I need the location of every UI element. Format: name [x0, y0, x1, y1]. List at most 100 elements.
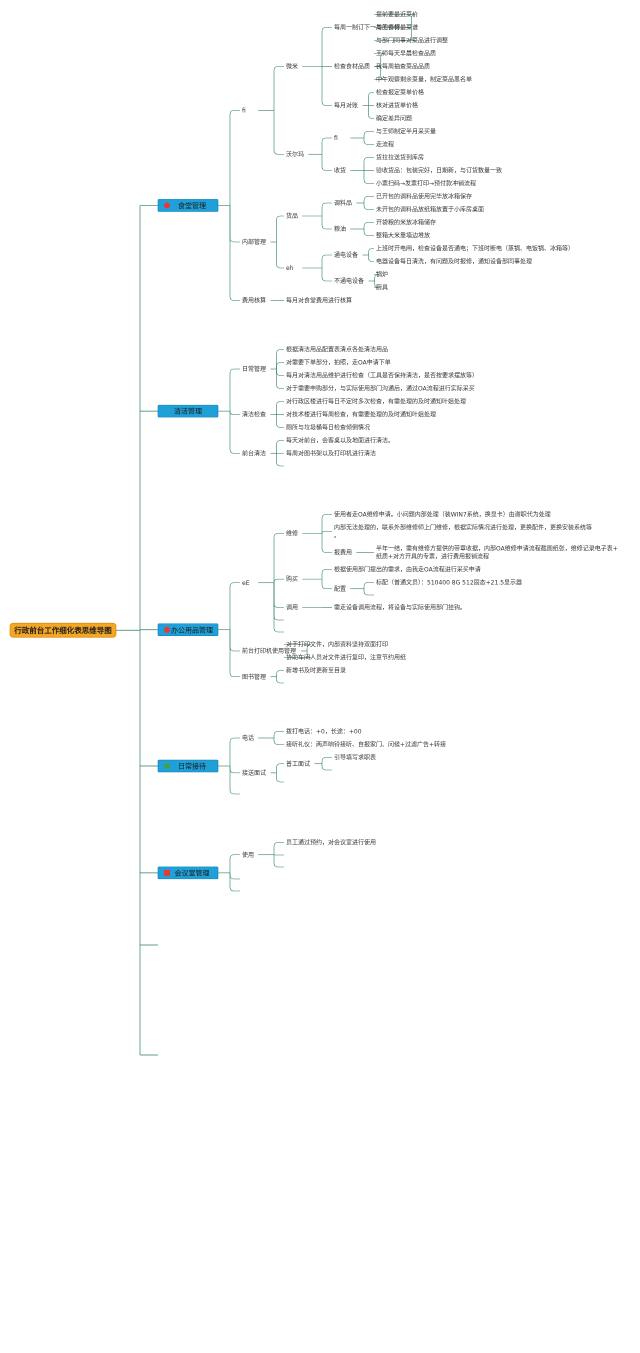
mind-node-label: 锅炉	[376, 271, 388, 279]
mind-edge	[276, 440, 284, 454]
mind-node-label: 每月对清洁用品维护进行检查（工具是否保持清洁，是否按要求摆放等）	[286, 372, 478, 380]
mind-node-label: 每周一制订下一周的食材	[334, 24, 400, 32]
mind-edge	[273, 110, 284, 155]
mind-edge	[363, 138, 374, 145]
mind-node-label: 维修	[286, 530, 298, 538]
mind-node-label: 验收货品：包装完好，日期新，与订货数量一致	[376, 167, 502, 175]
mind-edge	[321, 137, 332, 155]
mind-edge	[276, 242, 284, 269]
branch-label: 办公用品管理	[171, 625, 213, 634]
mind-edge	[276, 369, 284, 389]
root-label: 行政前台工作细化表思维导图	[13, 625, 112, 635]
mind-edge	[321, 27, 332, 67]
mind-node-label: 微米	[286, 63, 298, 71]
mind-edge	[363, 170, 374, 184]
mind-edge	[368, 92, 374, 106]
mind-edge	[321, 254, 332, 268]
mind-node-label: 对于需要申购部分，与实际使用部门沟通后，通过OA流程进行实际采买	[286, 385, 475, 393]
mind-edge	[321, 216, 332, 230]
mind-node-label: 对行政区楼进行每日不定时多次检查，有需处理的及时通知叶姐处理	[286, 398, 466, 406]
mind-node-label: 每月对食堂费用进行核算	[286, 297, 352, 305]
mind-edge	[276, 763, 284, 773]
mind-node-label: 沃尔玛	[286, 150, 304, 158]
mind-node-label: 核对进货单价格	[376, 102, 418, 110]
mind-edge	[273, 854, 284, 868]
mind-node-label: 整箱大米靠墙边堆放	[376, 232, 430, 240]
branch-2: 办公用品管理eE维修使用者走OA维修申请。小问题内部处理（装WIN7系统，换显卡…	[140, 511, 618, 684]
mind-edge	[229, 766, 240, 795]
mind-node-label: 厨具	[376, 285, 388, 292]
mind-edge	[229, 854, 240, 873]
mind-edge	[284, 651, 312, 658]
mind-node-label: 每天对前台，会客桌以及地面进行清洁。	[286, 437, 394, 445]
mind-node-label: fi	[242, 107, 246, 114]
mind-edge	[276, 349, 284, 369]
mind-node-label: 协助车间人员对文件进行复印，注意节约用纸	[286, 654, 406, 662]
mind-node-label: 上班时开电闸，检查设备是否通电；下班时断电（蒸锅、电饭锅、冰箱等）	[376, 245, 574, 253]
mind-node-label: 检查报定菜单价格	[376, 89, 424, 97]
branch-label: 清洁管理	[174, 407, 202, 416]
branch-label: 日常接待	[178, 762, 206, 771]
mind-edge	[363, 196, 374, 203]
mind-node-label: 前台清洁	[242, 449, 266, 457]
mind-node-label: 调用	[286, 604, 298, 612]
mind-edge	[229, 368, 240, 412]
mind-map-group: 食堂管理fi微米每周一制订下一周的食材提前要最近菜价与王师傅最菜谱与部门同事对菜…	[9, 11, 618, 1056]
mind-node-label: 对需要下单部分，拍照，走OA申请下单	[286, 359, 391, 367]
mind-edge	[363, 582, 374, 589]
mind-node-label: 接听礼仪：两声响铃接听、自报家门、问候+过滤广告+转接	[286, 741, 446, 749]
mind-edge	[321, 154, 332, 171]
mind-node-label: 与王师制定半月采买量	[376, 128, 436, 136]
mind-node-label: 普工面试	[286, 760, 310, 768]
red-dot-icon	[164, 202, 170, 209]
mind-node-label: fi	[334, 135, 338, 142]
mind-node-label: 报费用	[334, 549, 352, 557]
branch-1: 清洁管理日常管理根据清洁用品配置表清点各处清洁用品对需要下单部分，拍照，走OA申…	[140, 346, 478, 467]
mind-edge	[229, 411, 240, 415]
root-node[interactable]	[9, 622, 117, 638]
mind-edge	[374, 274, 379, 281]
mind-node-label: 内部管理	[242, 238, 266, 246]
mind-node-label: 与王师傅最菜谱	[376, 24, 418, 32]
mind-node-label: 内部无法处理的，联系外部维修师上门维修，根据实际情况进行处理，更换配件，更换安装…	[334, 524, 592, 540]
mind-edge	[363, 229, 374, 236]
mind-edge	[374, 281, 379, 288]
branch-label: 会议室管理	[175, 868, 210, 877]
branch-label: 食堂管理	[178, 201, 206, 210]
mind-edge	[276, 215, 284, 242]
mind-node-label: 不通电设备	[334, 277, 364, 285]
mind-node-label: 小票扫码→发票打印→预付款冲销流程	[376, 180, 476, 188]
mind-node-label: 使用者走OA维修申请。小问题内部处理（装WIN7系统，换显卡）由谢职代为处理	[334, 511, 551, 519]
mind-node-label: 员工通过预约，对会议室进行使用	[286, 839, 376, 847]
mind-edge	[321, 66, 332, 106]
mind-edge	[229, 872, 240, 892]
mind-edge	[276, 362, 284, 369]
mind-node-label: 未开包的调料品放纸箱放置于小库房桌面	[376, 206, 484, 214]
mind-node-label: 走流程	[376, 141, 394, 149]
mind-node-label: 图书管理	[242, 673, 266, 681]
mind-node-label: 电话	[242, 734, 254, 742]
mind-edge	[276, 414, 284, 428]
mind-edge	[363, 131, 374, 138]
mind-node-label: 每周对图书架以及打印机进行清洁	[286, 450, 376, 458]
mind-node-label: 每月对账	[334, 102, 358, 110]
mind-node-label: 收货	[334, 167, 346, 175]
mind-node-label: 我每周抽查菜品品质	[376, 63, 430, 71]
mind-node-label: 开袋粮的米放冰箱储存	[376, 219, 436, 227]
mind-node-label: 王师每天早晨检查品质	[376, 50, 436, 58]
mind-node-label: 厕所与垃圾桶每日检查倾倒情况	[286, 424, 370, 432]
mind-node-label: 对于打印文件，内部资料坚持双面打印	[286, 641, 388, 649]
mind-node-label: 已开包的调料品使用完毕放冰箱保存	[376, 193, 472, 201]
mind-edge	[363, 203, 374, 210]
mind-node-label: 中午观察剩余菜量，制定菜品黑名单	[376, 76, 472, 84]
mind-edge	[363, 588, 374, 596]
mind-edge	[321, 579, 332, 590]
mind-node-label: 粮油	[334, 225, 346, 233]
mind-node-label: 购买	[286, 575, 298, 583]
mind-node-label: 引导填写求职表	[334, 754, 376, 762]
mind-node-label: 根据清洁用品配置表清点各处清洁用品	[286, 346, 388, 354]
mind-edge	[273, 582, 284, 621]
mind-edge	[321, 531, 332, 534]
